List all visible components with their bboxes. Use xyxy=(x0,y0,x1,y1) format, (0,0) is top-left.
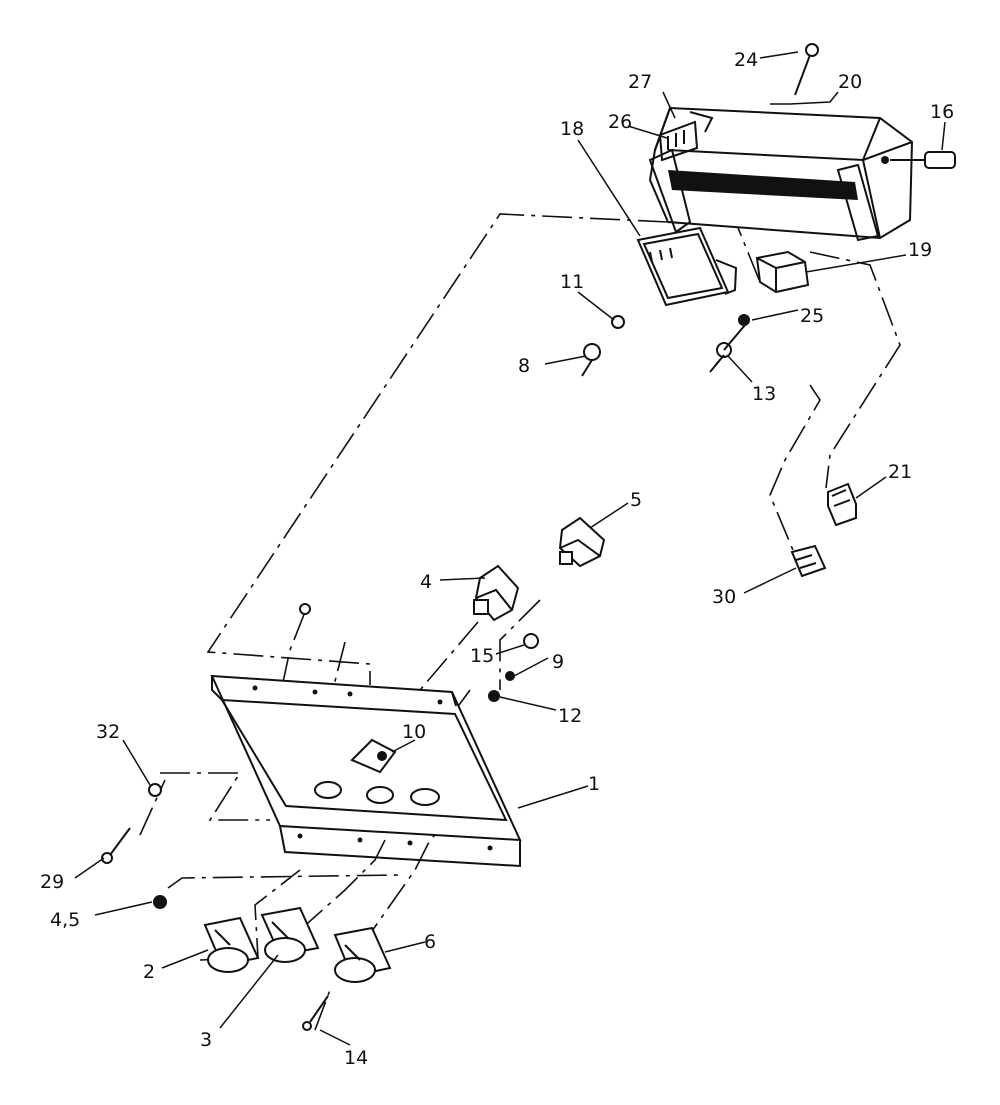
housing-part-20 xyxy=(648,106,914,242)
label-part-18: 18 xyxy=(560,118,584,140)
motor-part-6 xyxy=(333,926,392,983)
label-part-1: 1 xyxy=(588,773,600,795)
label-part-29: 29 xyxy=(40,871,64,893)
label-part-26: 26 xyxy=(608,111,632,133)
connector-part-21 xyxy=(827,482,857,527)
label-part-14: 14 xyxy=(344,1047,368,1069)
label-part-15: 15 xyxy=(470,645,494,667)
label-part-21: 21 xyxy=(888,461,912,483)
screw-part-16 xyxy=(890,151,956,169)
label-part-27: 27 xyxy=(628,71,652,93)
label-part-12: 12 xyxy=(558,705,582,727)
label-part-16: 16 xyxy=(930,101,954,123)
label-part-19: 19 xyxy=(908,239,932,261)
leader-lines xyxy=(74,51,946,1046)
terminal-strip-part-26 xyxy=(658,111,714,162)
connector-part-30 xyxy=(790,544,827,578)
motor-part-2 xyxy=(203,916,260,973)
label-part-20: 20 xyxy=(838,71,862,93)
switch-part-4 xyxy=(473,564,520,622)
label-part-6: 6 xyxy=(424,931,436,953)
label-part-4-5: 4,5 xyxy=(50,909,80,931)
label-part-3: 3 xyxy=(200,1029,212,1051)
label-part-13: 13 xyxy=(752,383,776,405)
label-part-5: 5 xyxy=(630,489,642,511)
label-part-2: 2 xyxy=(143,961,155,983)
plate-part-18 xyxy=(636,226,738,307)
part-labels: 27 24 20 16 26 18 19 11 25 8 13 21 5 4 3… xyxy=(40,49,954,1069)
label-part-30: 30 xyxy=(712,586,736,608)
label-part-10: 10 xyxy=(402,721,426,743)
assembly-guide-lines xyxy=(139,207,901,1031)
hardware-top xyxy=(581,314,750,377)
motor-part-3 xyxy=(260,906,320,963)
switch-part-5 xyxy=(558,516,606,568)
label-part-9: 9 xyxy=(552,651,564,673)
label-part-8: 8 xyxy=(518,355,530,377)
label-part-11: 11 xyxy=(560,271,584,293)
screw-part-24 xyxy=(794,43,819,96)
hardware-lower xyxy=(101,783,329,1031)
label-part-4: 4 xyxy=(420,571,432,593)
label-part-24: 24 xyxy=(734,49,758,71)
label-part-25: 25 xyxy=(800,305,824,327)
capacitor-part-19 xyxy=(755,250,810,294)
label-part-32: 32 xyxy=(96,721,120,743)
hardware-middle xyxy=(299,603,539,702)
mounting-plate-part-1 xyxy=(210,674,522,868)
